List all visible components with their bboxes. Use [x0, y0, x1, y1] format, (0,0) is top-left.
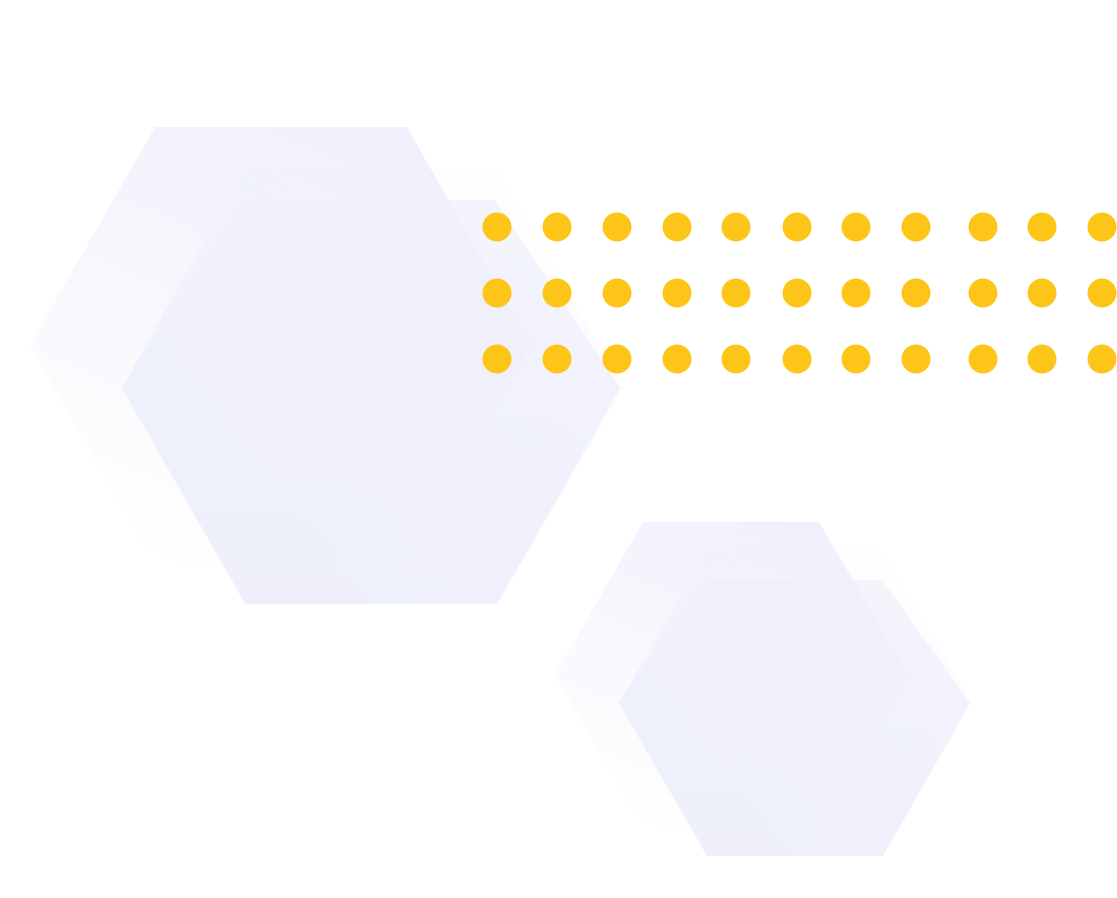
yellow-dot	[1087, 212, 1117, 242]
yellow-dot	[901, 344, 931, 374]
yellow-dot	[782, 278, 812, 308]
yellow-dot-grid	[482, 212, 1117, 374]
yellow-dot	[841, 278, 871, 308]
hexagon-small-front	[620, 580, 970, 856]
yellow-dot	[721, 212, 751, 242]
yellow-dot	[1027, 278, 1057, 308]
yellow-dot	[662, 344, 692, 374]
yellow-dot	[841, 212, 871, 242]
yellow-dot	[602, 212, 632, 242]
yellow-dot	[602, 278, 632, 308]
yellow-dot	[542, 278, 572, 308]
yellow-dot	[721, 278, 751, 308]
yellow-dot	[968, 278, 998, 308]
yellow-dot	[482, 278, 512, 308]
yellow-dot	[1027, 212, 1057, 242]
yellow-dot	[662, 212, 692, 242]
yellow-dot	[1087, 278, 1117, 308]
yellow-dot	[901, 212, 931, 242]
yellow-dot	[482, 344, 512, 374]
yellow-dot	[542, 344, 572, 374]
yellow-dot	[602, 344, 632, 374]
yellow-dot	[482, 212, 512, 242]
yellow-dot	[542, 212, 572, 242]
yellow-dot	[1027, 344, 1057, 374]
yellow-dot	[782, 212, 812, 242]
yellow-dot	[841, 344, 871, 374]
yellow-dot	[721, 344, 751, 374]
yellow-dot	[968, 212, 998, 242]
yellow-dot	[782, 344, 812, 374]
yellow-dot	[662, 278, 692, 308]
yellow-dot	[1087, 344, 1117, 374]
yellow-dot	[968, 344, 998, 374]
yellow-dot	[901, 278, 931, 308]
